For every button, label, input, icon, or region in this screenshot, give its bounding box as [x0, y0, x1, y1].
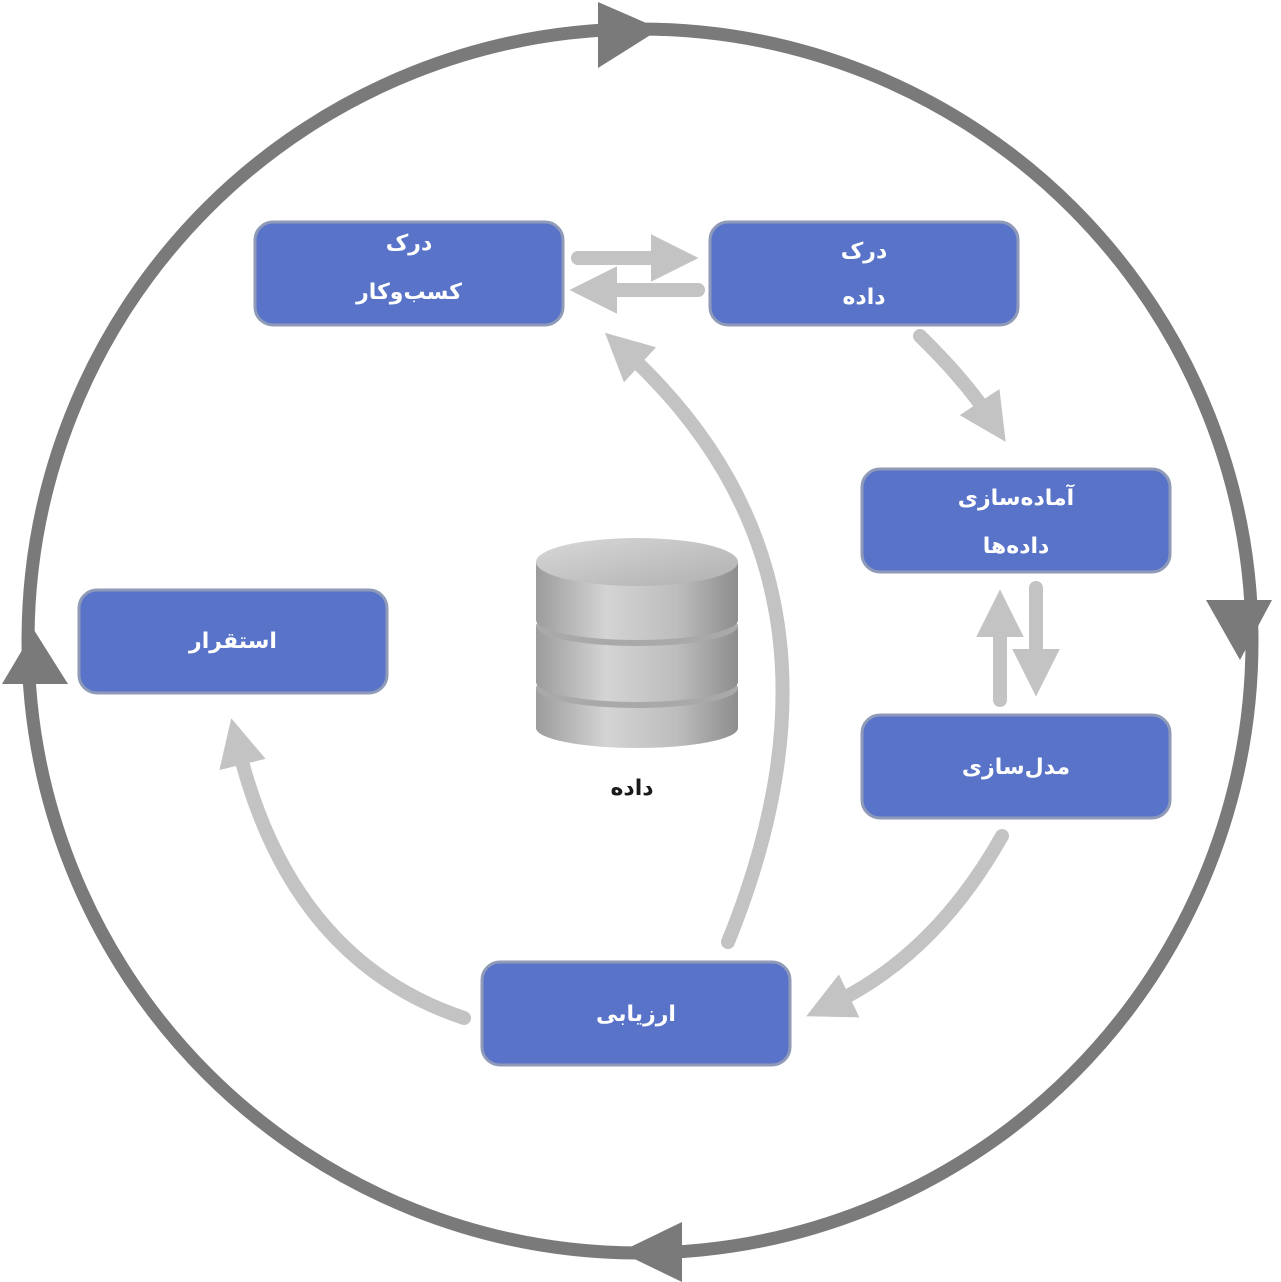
node-deployment: استقرار [77, 588, 389, 695]
node-label-line2: کسب‌وکار [355, 280, 462, 305]
node-data-understanding: درک داده [708, 220, 1020, 327]
node-business-understanding: درک کسب‌وکار [253, 220, 565, 327]
ring-arrowhead-left-icon [2, 630, 68, 684]
node-label-line2: داده‌ها [983, 534, 1050, 559]
node-label: استقرار [188, 629, 277, 654]
node-data-preparation: آماده‌سازی داده‌ها [860, 467, 1172, 574]
database-icon [536, 538, 738, 748]
arrow-modeling-to-evaluation [806, 829, 1009, 1018]
ring-arrowhead-top-icon [598, 2, 660, 68]
node-label-line1: آماده‌سازی [958, 483, 1075, 511]
node-label: مدل‌سازی [962, 755, 1070, 780]
ring-arrowhead-bottom-icon [620, 1222, 682, 1282]
arrow-evaluation-to-deployment [219, 718, 471, 1025]
node-label: ارزیابی [596, 1002, 676, 1027]
process-arrows [219, 234, 1060, 1025]
node-label-line2: داده [842, 285, 885, 310]
node-label-line1: درک [841, 239, 887, 264]
arrow-data-to-preparation [913, 329, 1006, 442]
ring-arrowhead-right-icon [1206, 600, 1272, 660]
node-modeling: مدل‌سازی [860, 713, 1172, 820]
center-label: داده [610, 776, 653, 801]
node-evaluation: ارزیابی [480, 960, 792, 1067]
node-label-line1: درک [386, 231, 432, 256]
arrow-evaluation-to-business [604, 332, 790, 949]
